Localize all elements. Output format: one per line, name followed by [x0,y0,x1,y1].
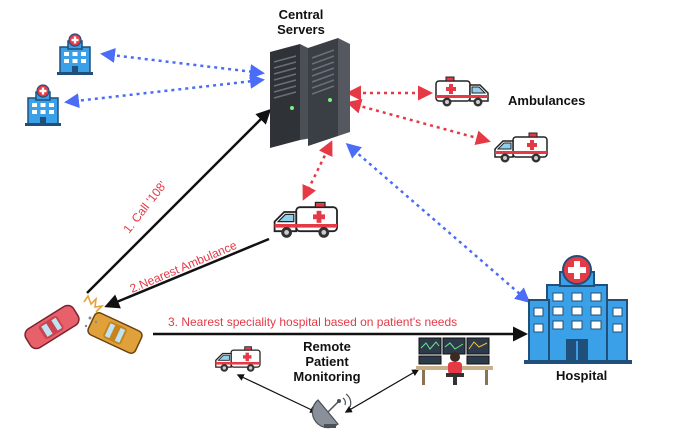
link-satellite-monitoring [344,369,420,413]
ambulances-label: Ambulances [508,93,585,108]
link-server-ambulance3 [302,140,333,201]
central-servers-label-line2: Servers [277,22,325,37]
server-icon [270,38,350,148]
link-hospital2-server [64,73,265,109]
remote-monitoring-label-line1: Remote [303,339,351,354]
satellite-dish-icon [311,393,352,429]
ambulance-icon [494,132,548,164]
step1-label: 1. Call '108' [120,178,169,235]
step2-label: 2.Nearest Ambulance [128,238,239,296]
arrow-call-108 [86,108,272,294]
link-ambulance-satellite [236,374,318,413]
step3-label: 3. Nearest speciality hospital based on … [168,315,457,329]
arrow-nearest-ambulance [104,237,270,309]
hospital-icon [24,84,62,127]
crashed-cars-icon [24,294,143,354]
remote-monitoring-label-line2: Patient [305,354,349,369]
ambulance-icon [435,76,489,108]
hospital-label: Hospital [556,368,607,383]
monitoring-station-icon [416,337,493,385]
link-hospital1-server [100,47,265,80]
ambulance-icon [273,201,338,239]
hospital-icon [56,33,94,76]
ambulance-icon [215,346,261,373]
hospital-icon [524,255,632,364]
remote-monitoring-label-line3: Monitoring [293,369,360,384]
link-server-ambulance2 [346,98,491,146]
central-servers-label-line1: Central [279,7,324,22]
link-server-hospital [345,143,531,303]
